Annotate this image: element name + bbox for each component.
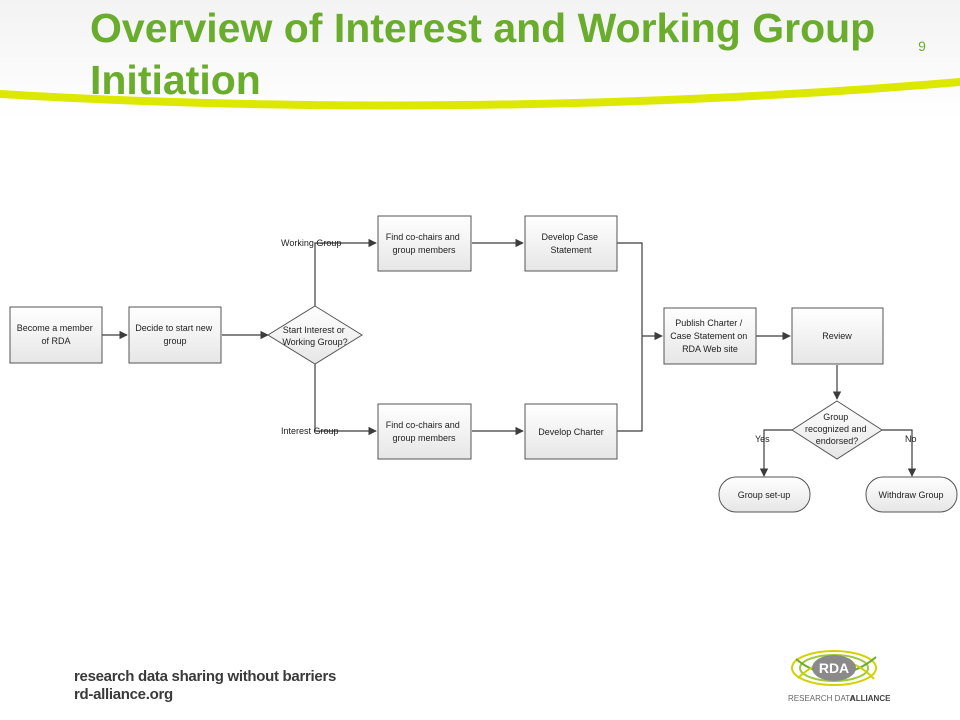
label-interest-group: Interest Group (281, 426, 339, 436)
footer-url[interactable]: rd-alliance.org (74, 686, 173, 703)
node-withdraw: Withdraw Group (865, 476, 958, 513)
node-group-setup: Group set-up (718, 476, 811, 513)
node-start-decision: Start Interest or Working Group? (267, 305, 363, 365)
node-develop-charter: Develop Charter (524, 403, 618, 460)
svg-text:Decide to start new grou: Decide to start new group (135, 323, 215, 346)
connectors (102, 238, 917, 477)
svg-text:Start Interest or Workin: Start Interest or Working Group? (282, 325, 347, 347)
svg-text:Withdraw Group: Withdraw Group (878, 490, 943, 500)
label-yes: Yes (755, 434, 770, 444)
svg-text:Develop Charter: Develop Charter (538, 427, 604, 437)
svg-text:Publish Charter / Case S: Publish Charter / Case Statement on RDA … (670, 318, 750, 354)
edge-no (882, 429, 917, 477)
svg-text:Group recognized and: Group recognized and endorsed? (805, 412, 869, 446)
edge-start-to-wg (314, 242, 346, 306)
svg-text:Review: Review (822, 331, 852, 341)
node-find-cochairs-ig: Find co-chairs and group members (377, 403, 472, 460)
svg-text:Find co-chairs and group: Find co-chairs and group members (386, 232, 463, 255)
node-publish: Publish Charter / Case Statement on RDA … (663, 307, 757, 365)
svg-text:Find co-chairs and group: Find co-chairs and group members (386, 420, 463, 443)
svg-text:Develop Case Statement: Develop Case Statement (541, 232, 600, 255)
svg-text:Become a member of RDA: Become a member of RDA (17, 323, 96, 346)
svg-text:RESEARCH DATA: RESEARCH DATA (788, 694, 855, 703)
svg-text:Group set-up: Group set-up (738, 490, 791, 500)
node-develop-case: Develop Case Statement (524, 215, 618, 272)
svg-text:RDA: RDA (819, 660, 849, 676)
page-number: 9 (918, 38, 926, 54)
label-no: No (905, 434, 917, 444)
node-review: Review (791, 307, 884, 365)
footer-tagline: research data sharing without barriers (74, 668, 337, 685)
svg-text:ALLIANCE: ALLIANCE (850, 694, 890, 703)
node-find-cochairs-wg: Find co-chairs and group members (377, 215, 472, 272)
label-working-group: Working Group (281, 238, 341, 248)
node-decide-start: Decide to start new group (128, 306, 222, 364)
edge-start-to-ig (314, 364, 346, 432)
header-swoosh (0, 78, 960, 110)
edge-yes (759, 429, 792, 477)
node-endorse-decision: Group recognized and endorsed? (791, 400, 883, 460)
edge-merge (617, 242, 643, 432)
rda-logo-icon: RDA RESEARCH DATA ALLIANCE (788, 650, 890, 703)
slide-title: Overview of Interest and Working Group I… (90, 5, 876, 103)
node-become-member: Become a member of RDA (9, 306, 103, 364)
